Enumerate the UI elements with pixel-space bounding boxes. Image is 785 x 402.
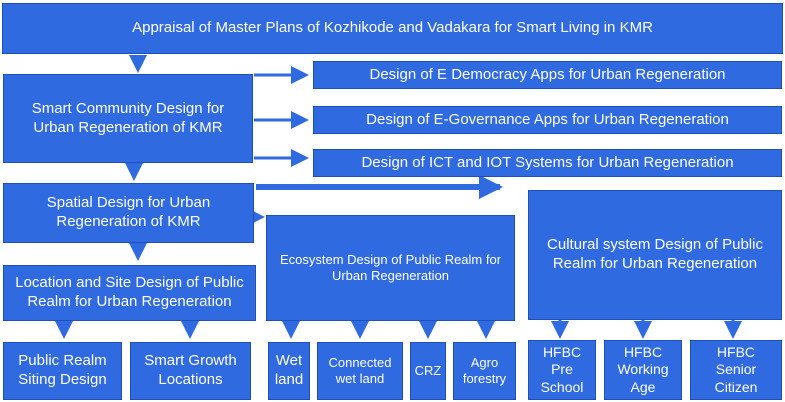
spatial-box: Spatial Design for Urban Regeneration of…	[3, 183, 254, 243]
title-text: Appraisal of Master Plans of Kozhikode a…	[132, 19, 653, 37]
spatial-text: Spatial Design for Urban Regeneration of…	[46, 194, 211, 230]
location-site-text: Location and Site Design of Public Realm…	[15, 274, 244, 310]
crz-box: CRZ	[410, 342, 446, 400]
cultural-text: Cultural system Design of Public Realm f…	[547, 236, 763, 272]
location-site-box: Location and Site Design of Public Realm…	[3, 265, 256, 321]
hfbc-pre-school-text: HFBC Pre School	[540, 343, 584, 395]
hfbc-working-age-text: HFBC Working Age	[617, 343, 669, 395]
agro-forestry-box: Agro forestry	[453, 342, 516, 400]
ict-iot-box: Design of ICT and IOT Systems for Urban …	[313, 149, 782, 177]
agro-forestry-text: Agro forestry	[462, 354, 507, 386]
hfbc-working-age-box: HFBC Working Age	[604, 340, 682, 400]
connected-wet-land-box: Connected wet land	[317, 342, 403, 400]
e-governance-text: Design of E-Governance Apps for Urban Re…	[366, 110, 729, 128]
ecosystem-box: Ecosystem Design of Public Realm for Urb…	[266, 215, 515, 321]
smart-growth-box: Smart Growth Locations	[130, 342, 251, 400]
connected-wet-land-text: Connected wet land	[328, 354, 392, 386]
smart-community-text: Smart Community Design for Urban Regener…	[31, 99, 225, 136]
e-governance-box: Design of E-Governance Apps for Urban Re…	[313, 106, 782, 134]
hfbc-senior-citizen-box: HFBC Senior Citizen	[690, 340, 782, 400]
ecosystem-text: Ecosystem Design of Public Realm for Urb…	[279, 251, 502, 283]
ict-iot-text: Design of ICT and IOT Systems for Urban …	[361, 153, 734, 171]
smart-community-box: Smart Community Design for Urban Regener…	[3, 74, 253, 163]
public-realm-siting-box: Public Realm Siting Design	[3, 342, 122, 400]
wet-land-box: Wet land	[268, 342, 310, 400]
public-realm-siting-text: Public Realm Siting Design	[18, 352, 107, 388]
smart-growth-text: Smart Growth Locations	[144, 352, 237, 388]
e-democracy-text: Design of E Democracy Apps for Urban Reg…	[369, 65, 726, 83]
title-box: Appraisal of Master Plans of Kozhikode a…	[2, 3, 783, 54]
hfbc-pre-school-box: HFBC Pre School	[528, 340, 596, 400]
e-democracy-box: Design of E Democracy Apps for Urban Reg…	[313, 61, 782, 89]
cultural-box: Cultural system Design of Public Realm f…	[528, 190, 782, 320]
crz-text: CRZ	[414, 362, 442, 378]
wet-land-text: Wet land	[274, 352, 304, 388]
hfbc-senior-citizen-text: HFBC Senior Citizen	[714, 343, 758, 395]
